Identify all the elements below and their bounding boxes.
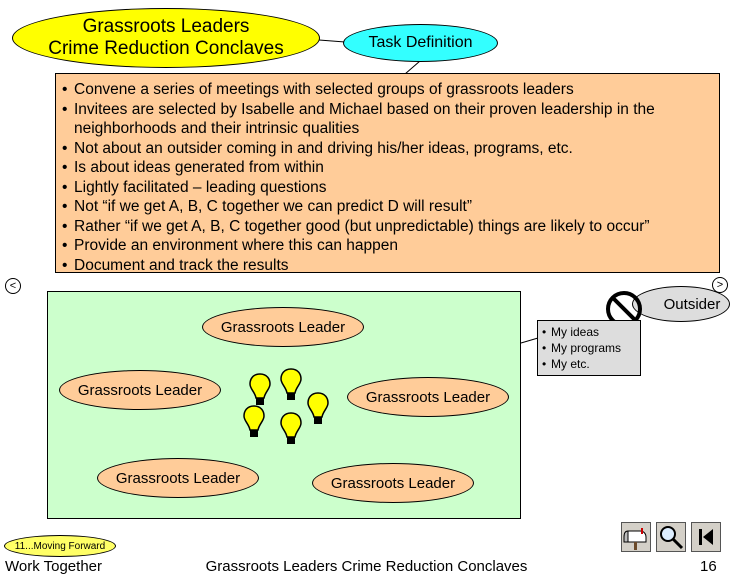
grassroots-leader-ellipse: Grassroots Leader — [59, 370, 221, 410]
grassroots-leader-label: Grassroots Leader — [115, 469, 241, 487]
title-line-1: Grassroots Leaders — [82, 16, 250, 37]
grassroots-leader-ellipse: Grassroots Leader — [97, 458, 259, 498]
task-item: Is about ideas generated from within — [62, 158, 711, 178]
prev-slide-button[interactable]: < — [5, 278, 21, 294]
grassroots-leader-label: Grassroots Leader — [220, 318, 346, 336]
task-item: Convene a series of meetings with select… — [62, 80, 711, 100]
search-button[interactable] — [656, 522, 686, 552]
mailbox-icon — [623, 528, 647, 550]
lightbulb-icon — [280, 412, 302, 444]
task-item: Not about an outsider coming in and driv… — [62, 139, 711, 159]
task-item: Provide an environment where this can ha… — [62, 236, 711, 256]
task-list: Convene a series of meetings with select… — [62, 80, 711, 275]
task-item: Lightly facilitated – leading questions — [62, 178, 711, 198]
outsider-item: My etc. — [542, 356, 640, 372]
grassroots-leader-label: Grassroots Leader — [365, 388, 491, 406]
first-slide-button[interactable] — [691, 522, 721, 552]
grassroots-leader-ellipse: Grassroots Leader — [347, 377, 509, 417]
lightbulb-icon — [243, 405, 265, 437]
task-item: Rather “if we get A, B, C together good … — [62, 217, 711, 237]
lightbulb-icon — [249, 373, 271, 405]
task-item: Not “if we get A, B, C together we can p… — [62, 197, 711, 217]
title-line-2: Crime Reduction Conclaves — [48, 38, 284, 59]
task-item: Invitees are selected by Isabelle and Mi… — [62, 100, 711, 139]
lightbulb-icon — [280, 368, 302, 400]
task-definition-label: Task Definition — [368, 34, 473, 51]
connector-green-outsider — [520, 337, 539, 344]
grassroots-leader-ellipse: Grassroots Leader — [312, 463, 474, 503]
outsider-label: Outsider — [663, 295, 721, 313]
footer-title: Grassroots Leaders Crime Reduction Concl… — [205, 558, 528, 575]
mailbox-button[interactable] — [621, 522, 651, 552]
section-badge-label: 11...Moving Forward — [14, 540, 106, 552]
outsider-ellipse: Outsider — [632, 286, 730, 322]
section-badge[interactable]: 11...Moving Forward — [4, 535, 116, 557]
connector-task-box — [404, 60, 421, 75]
grassroots-leader-label: Grassroots Leader — [330, 474, 456, 492]
magnifier-icon — [660, 526, 684, 550]
outsider-item: My ideas — [542, 324, 640, 340]
first-slide-icon — [699, 529, 713, 545]
footer-left-text: Work Together — [5, 558, 102, 575]
outsider-item: My programs — [542, 340, 640, 356]
grassroots-leader-label: Grassroots Leader — [77, 381, 203, 399]
connector-title-task — [318, 39, 346, 43]
task-definition-box: Convene a series of meetings with select… — [55, 73, 720, 275]
outsider-list: My ideas My programs My etc. — [542, 324, 640, 372]
title-ellipse: Grassroots Leaders Crime Reduction Concl… — [12, 8, 320, 68]
next-arrow: > — [716, 279, 724, 291]
grassroots-leader-ellipse: Grassroots Leader — [202, 307, 364, 347]
page-number: 16 — [700, 558, 717, 575]
lightbulb-icon — [307, 392, 329, 424]
outsider-items-box: My ideas My programs My etc. — [537, 320, 641, 376]
task-definition-ellipse: Task Definition — [343, 24, 498, 62]
task-item: Document and track the results — [62, 256, 711, 276]
prev-arrow: < — [9, 280, 17, 292]
